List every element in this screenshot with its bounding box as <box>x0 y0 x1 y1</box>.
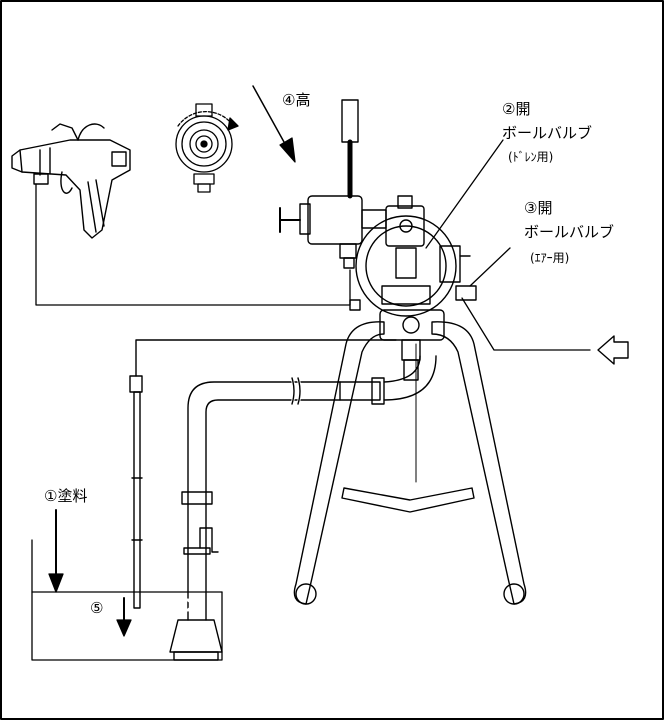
label-high: ④高 <box>282 91 311 109</box>
label-open2: ②開 <box>502 100 531 118</box>
label-step5: ⑤ <box>90 599 104 617</box>
label-drain-use: (ﾄﾞﾚﾝ用) <box>508 150 554 164</box>
label-ball-valve-3: ボールバルブ <box>524 223 615 241</box>
pressure-regulator <box>279 99 387 269</box>
label-air-use: (ｴｱｰ用) <box>530 251 570 265</box>
spray-gun-icon <box>11 123 131 239</box>
pump-head <box>349 195 477 317</box>
label-open3: ③開 <box>524 199 553 217</box>
paint-arrow <box>48 509 64 593</box>
pump-body <box>379 309 445 381</box>
return-hose <box>129 339 397 609</box>
label-ball-valve-2: ボールバルブ <box>502 124 593 142</box>
paint-hose <box>35 183 351 306</box>
step5-arrow <box>116 597 132 637</box>
regulator-detail-icon <box>175 103 239 193</box>
tripod-stand <box>293 321 527 605</box>
high-arrow <box>252 85 296 163</box>
suction-hose <box>169 355 437 661</box>
air-valve-leader <box>469 247 511 287</box>
drain-valve-leader <box>425 139 504 249</box>
paint-container <box>31 539 223 661</box>
label-paint: ①塗料 <box>44 487 88 505</box>
air-inlet <box>461 297 629 365</box>
